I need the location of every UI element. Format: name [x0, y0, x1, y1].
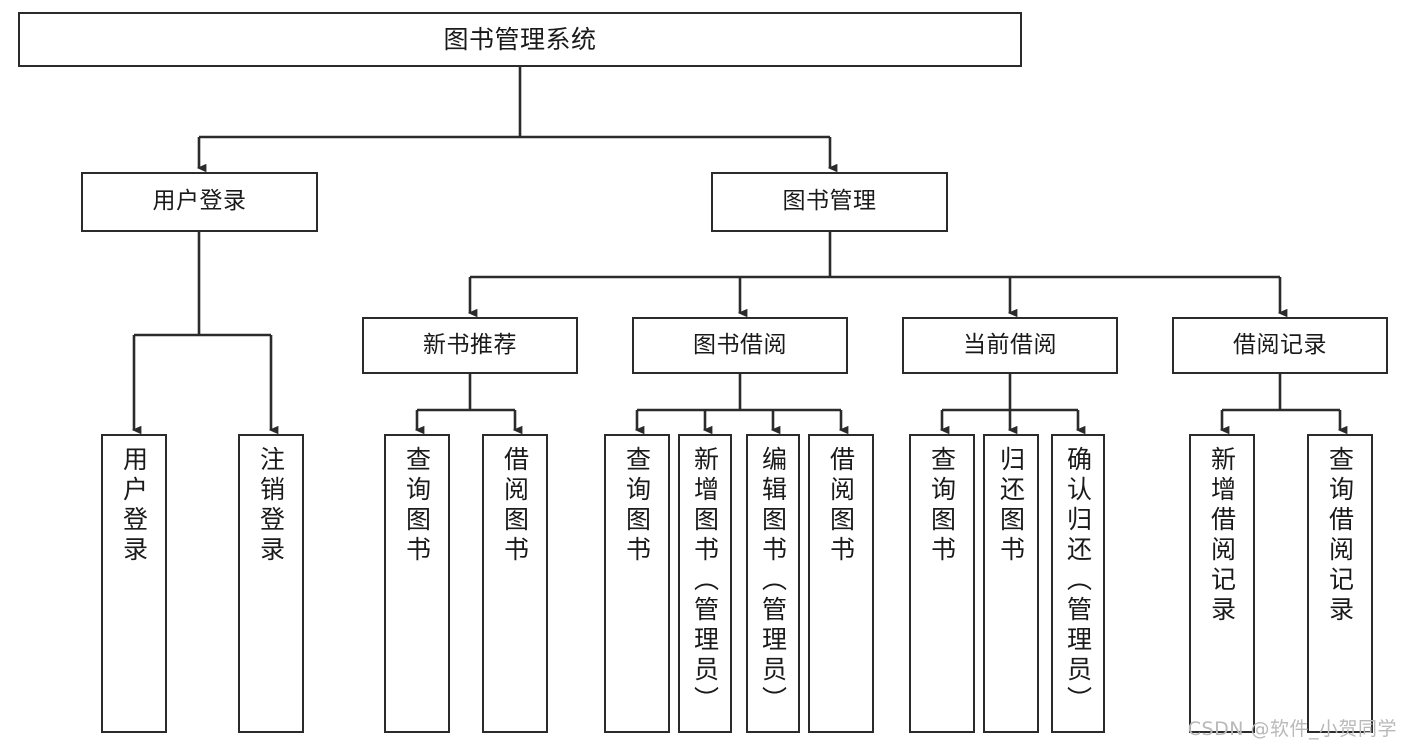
node-borrow-record[interactable]: 借阅记录: [1172, 317, 1388, 374]
node-label: 用户登录: [152, 188, 247, 215]
node-label: 用户登录: [119, 446, 149, 566]
node-new-book-recommend[interactable]: 新书推荐: [362, 317, 578, 374]
node-label: 查询图书: [402, 446, 432, 566]
leaf-user-login-logout[interactable]: 注销登录: [238, 434, 304, 733]
node-label: 借阅记录: [1233, 331, 1327, 358]
node-current-borrow[interactable]: 当前借阅: [902, 317, 1118, 374]
node-label: 借阅图书: [826, 446, 856, 566]
node-label: 新增借阅记录: [1207, 446, 1237, 626]
leaf-new-book-borrow-book[interactable]: 借阅图书: [482, 434, 548, 733]
node-book-management[interactable]: 图书管理: [711, 172, 948, 232]
node-label: 查询图书: [622, 446, 652, 566]
leaf-borrow-record-query-record[interactable]: 查询借阅记录: [1307, 434, 1373, 733]
node-label: 借阅图书: [500, 446, 530, 566]
node-book-borrow[interactable]: 图书借阅: [632, 317, 848, 374]
node-root-book-management-system[interactable]: 图书管理系统: [18, 12, 1022, 67]
node-label: 编辑图书（管理员）: [758, 446, 788, 716]
leaf-user-login-login[interactable]: 用户登录: [101, 434, 167, 733]
leaf-borrow-record-add-record[interactable]: 新增借阅记录: [1189, 434, 1255, 733]
node-label: 图书借阅: [693, 331, 787, 358]
leaf-current-borrow-confirm-return-admin[interactable]: 确认归还（管理员）: [1051, 434, 1105, 733]
leaf-new-book-query-book[interactable]: 查询图书: [384, 434, 450, 733]
leaf-book-borrow-edit-book-admin[interactable]: 编辑图书（管理员）: [746, 434, 800, 733]
leaf-book-borrow-borrow-book[interactable]: 借阅图书: [808, 434, 874, 733]
node-label: 图书管理: [782, 188, 877, 215]
node-user-login[interactable]: 用户登录: [81, 172, 318, 232]
node-label: 图书管理系统: [443, 24, 597, 54]
leaf-current-borrow-query-book[interactable]: 查询图书: [909, 434, 975, 733]
node-label: 注销登录: [256, 446, 286, 566]
leaf-current-borrow-return-book[interactable]: 归还图书: [983, 434, 1039, 733]
node-label: 查询图书: [927, 446, 957, 566]
node-label: 当前借阅: [963, 331, 1057, 358]
leaf-book-borrow-add-book-admin[interactable]: 新增图书（管理员）: [678, 434, 732, 733]
leaf-book-borrow-query-book[interactable]: 查询图书: [604, 434, 670, 733]
node-label: 新增图书（管理员）: [690, 446, 720, 716]
node-label: 查询借阅记录: [1325, 446, 1355, 626]
node-label: 新书推荐: [423, 331, 517, 358]
node-label: 确认归还（管理员）: [1063, 446, 1093, 716]
node-label: 归还图书: [996, 446, 1026, 566]
